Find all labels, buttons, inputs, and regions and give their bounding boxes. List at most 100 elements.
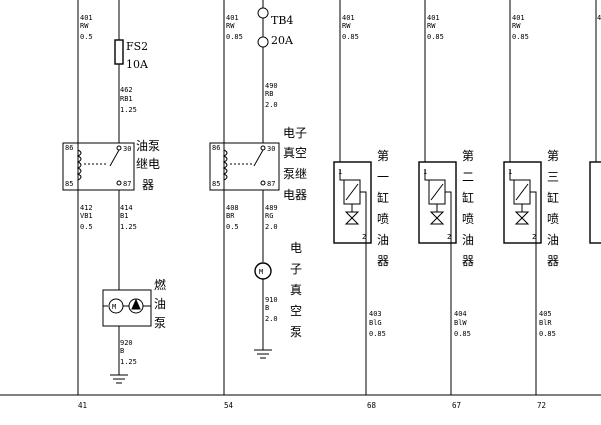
wire-label-w4-top-0: 401 — [427, 14, 440, 22]
fuse-fs2-rating: 10A — [126, 58, 149, 71]
wire-label-w3-top-0: 401 — [342, 14, 355, 22]
fuel-pump-relay-label-0: 油泵 — [136, 139, 160, 153]
wire-label-w1-mid-2: 1.25 — [120, 106, 137, 114]
injector-2-label-5: 器 — [462, 254, 474, 268]
wire-label-w6-top-0: 4 — [597, 14, 601, 22]
vacuum-pump-label-0: 电 — [290, 241, 302, 255]
fuel-pump-relay-label-1: 继电 — [136, 157, 160, 171]
fuel-pump-relay-box — [62, 142, 135, 191]
vacuum-pump-relay-label-0: 电子 — [283, 126, 307, 140]
injector-1-label-2: 缸 — [377, 190, 389, 205]
injector-2-label-0: 第 — [462, 149, 474, 163]
vacuum-pump-circuit: 401 RW 0.85 TB4 20A 490 RB 2.0 86 85 30 … — [209, 0, 307, 395]
fuel-pump-arrow — [131, 298, 141, 310]
injector-1-label-0: 第 — [377, 149, 389, 163]
wire-label-w1-bot-0: 920 — [120, 339, 133, 347]
injector-2-pin-2: 2 — [447, 233, 451, 241]
fuse-tb4-name: TB4 — [271, 14, 293, 27]
wire-label-w3-bot-2: 0.85 — [369, 330, 386, 338]
wire-label-w4-bot-2: 0.85 — [454, 330, 471, 338]
injector-3-box — [503, 161, 542, 244]
wire-label-w1-top-1: RW — [80, 22, 89, 30]
fuel-pump-relay-coil — [76, 149, 82, 181]
injector-4-box — [589, 161, 601, 244]
injector-1-pin-2: 2 — [362, 233, 366, 241]
wire-label-w1-right-1: B1 — [120, 212, 128, 220]
injector-3-pin-2: 2 — [532, 233, 536, 241]
fuse-fs2-name: FS2 — [126, 40, 148, 53]
fuel-pump-relay-label-2: 器 — [142, 178, 154, 192]
fuse-fs2 — [114, 39, 124, 65]
wire-label-w2-bot-1: B — [265, 304, 269, 312]
fuel-pump-circuit: 401 RW 0.5 FS2 10A 462 RB1 1.25 86 85 30… — [62, 0, 166, 395]
relay2-contact-87 — [260, 180, 266, 186]
column-number-72: 72 — [537, 401, 546, 410]
vacuum-pump-label-2: 真 — [290, 283, 302, 297]
wire-label-w2-mid-1: RB — [265, 90, 273, 98]
wire-label-w1-top-2: 0.5 — [80, 33, 93, 41]
vacuum-pump-label-3: 空 — [290, 304, 302, 318]
vacuum-pump-relay-label-2: 泵继 — [283, 167, 307, 181]
relay1-pin-85: 85 — [65, 180, 73, 188]
vacuum-pump-label-4: 泵 — [290, 325, 302, 339]
wire-label-w3-top-2: 0.85 — [342, 33, 359, 41]
wire-label-w1-top-0: 401 — [80, 14, 93, 22]
fuse-tb4 — [257, 7, 269, 48]
vacuum-pump-relay-label-1: 真空 — [283, 146, 307, 160]
relay2-switch-blade — [253, 149, 264, 167]
wire-label-w3-bot-0: 403 — [369, 310, 382, 318]
relay-contact-87 — [116, 180, 122, 186]
wire-label-w1-bot-1: B — [120, 347, 124, 355]
relay2-pin-30: 30 — [267, 145, 275, 153]
injector-3-label-4: 油 — [547, 233, 559, 247]
injector-2-label-4: 油 — [462, 233, 474, 247]
wire-label-w5-bot-1: BlR — [539, 319, 552, 327]
injector-4-partial: 4 — [589, 0, 601, 244]
vacuum-pump-relay-label-3: 电器 — [283, 188, 307, 202]
wire-label-w2-right-1: RG — [265, 212, 273, 220]
injector-2-label-2: 缸 — [462, 190, 474, 205]
injector-3-label-2: 缸 — [547, 190, 559, 205]
injector-2-solenoid-icon — [424, 170, 452, 243]
wire-label-w4-top-1: RW — [427, 22, 436, 30]
wire-label-w1-left-1: VB1 — [80, 212, 93, 220]
relay1-pin-87: 87 — [123, 180, 131, 188]
injector-3-label-0: 第 — [547, 149, 559, 163]
injector-3-circuit: 401 RW 0.85 1 2 405 BlR 0.85 第 三 缸 喷 油 器 — [503, 0, 559, 395]
vacuum-pump-label-1: 子 — [290, 262, 302, 276]
injector-1-solenoid-icon — [339, 170, 367, 243]
wire-label-w1-left-2: 0.5 — [80, 223, 93, 231]
relay2-pin-87: 87 — [267, 180, 275, 188]
wire-label-w1-bot-2: 1.25 — [120, 358, 137, 366]
injector-1-label-4: 油 — [377, 233, 389, 247]
wire-label-w1-left-0: 412 — [80, 204, 93, 212]
ground-symbol — [254, 349, 272, 359]
injector-2-label-1: 二 — [462, 170, 474, 184]
injector-1-circuit: 401 RW 0.85 1 2 403 BlG 0.85 第 一 缸 喷 油 器 — [333, 0, 389, 395]
injector-2-circuit: 401 RW 0.85 1 2 404 BlW 0.85 第 二 缸 喷 油 器 — [418, 0, 474, 395]
relay1-pin-86: 86 — [65, 144, 73, 152]
wire-label-w1-mid-0: 462 — [120, 86, 133, 94]
wire-label-w2-bot-0: 910 — [265, 296, 278, 304]
injector-1-label-5: 器 — [377, 254, 389, 268]
wire-label-w2-top-0: 401 — [226, 14, 239, 22]
wire-label-w2-mid-2: 2.0 — [265, 101, 278, 109]
fuel-pump-box — [102, 289, 152, 327]
wire-label-w5-top-1: RW — [512, 22, 521, 30]
wire-label-w3-bot-1: BlG — [369, 319, 382, 327]
relay-switch-blade — [109, 149, 120, 167]
column-number-68: 68 — [367, 401, 377, 410]
injector-2-label-3: 喷 — [462, 212, 474, 226]
wire-label-w2-left-1: BR — [226, 212, 235, 220]
injector-3-label-5: 器 — [547, 254, 559, 268]
wire-label-w1-mid-1: RB1 — [120, 95, 133, 103]
relay-contact-30 — [116, 145, 122, 151]
vacuum-pump-motor-m: M — [259, 268, 263, 276]
injector-3-label-1: 三 — [547, 170, 559, 184]
relay2-pin-85: 85 — [212, 180, 220, 188]
vacuum-pump-relay-box — [209, 142, 280, 191]
injector-1-label-1: 一 — [377, 170, 389, 184]
fuel-pump-label-2: 泵 — [154, 316, 166, 330]
wire-label-w2-top-1: RW — [226, 22, 235, 30]
wire-label-w3-top-1: RW — [342, 22, 351, 30]
